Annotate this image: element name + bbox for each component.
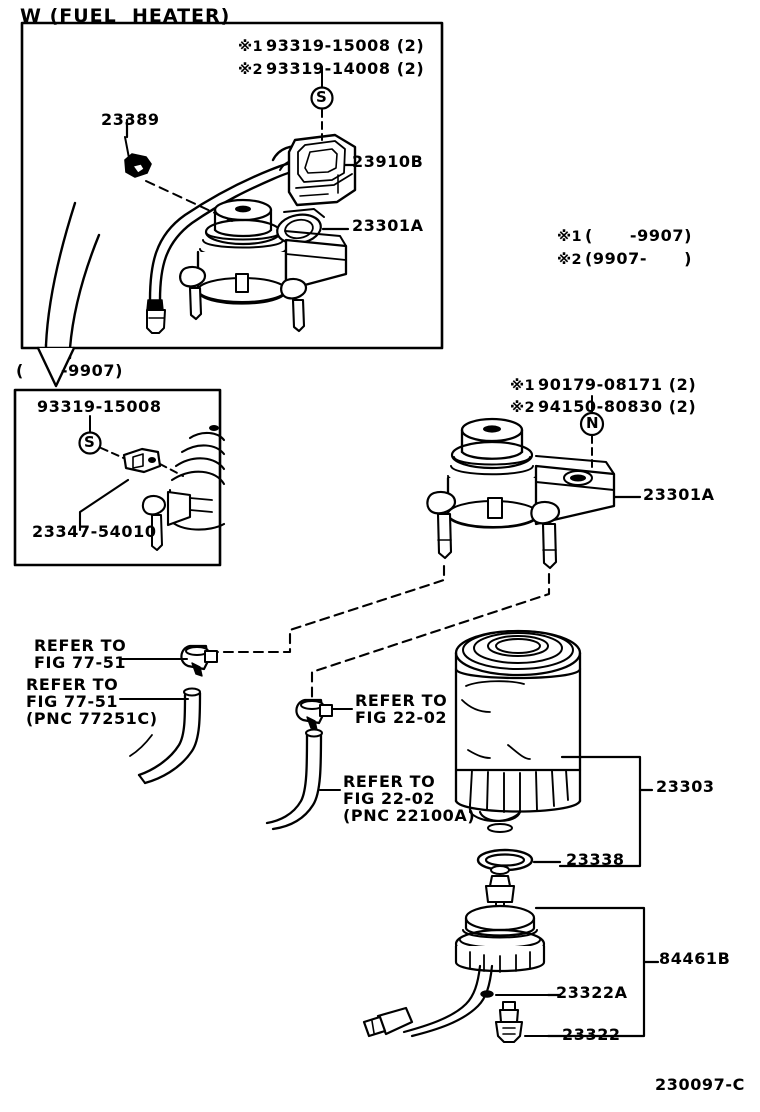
legend-1-text: ( -9907) (585, 226, 693, 245)
note-top-1-text: 93319-15008 (2) (266, 36, 425, 55)
inset-part-23347: 23347-54010 (32, 522, 157, 541)
refer-note-2-line-1: REFER TO (26, 675, 119, 694)
page-title: W (FUEL HEATER) (20, 5, 231, 27)
fuel-heater-hose-inner (158, 169, 298, 302)
note-top-2-marker: ※2 (238, 62, 263, 78)
drain-plug-23322 (498, 1008, 520, 1024)
note-main-2-text: 94150-80830 (2) (538, 397, 697, 416)
clip-23389 (124, 153, 152, 178)
refer-note-4-line-3: (PNC 22100A) (343, 806, 476, 825)
hose-end-connector (146, 309, 166, 334)
legend-2-marker: ※2 (557, 252, 582, 268)
refer-note-1-line-1: REFER TO (34, 636, 127, 655)
callout-23301A-main: 23301A (643, 485, 715, 504)
callout-23389: 23389 (101, 110, 160, 129)
n-mark: N (586, 414, 600, 432)
sensor-wire (402, 964, 482, 1034)
callout-23338: 23338 (566, 850, 625, 869)
legend-2-text: (9907- ) (585, 249, 693, 268)
fuel-heater-hose-outer (148, 160, 297, 302)
pump-flange (284, 238, 348, 292)
s-mark-inset: S (84, 433, 96, 451)
stud-left-top (188, 286, 203, 321)
fitting-middle (295, 698, 325, 725)
stud-left-main (436, 512, 453, 560)
refer-note-2-line-3: (PNC 77251C) (26, 709, 158, 728)
figure-code: 230097-C (655, 1075, 745, 1094)
hose-left-lower (137, 693, 187, 777)
note-main-2-marker: ※2 (510, 400, 535, 416)
pump-body-23301A (196, 250, 288, 305)
note-top-2-text: 93319-14008 (2) (266, 59, 425, 78)
hose-middle-lower (265, 733, 309, 825)
callout-23301A-top: 23301A (352, 216, 424, 235)
callout-23303: 23303 (656, 777, 715, 796)
dashed-route-left (202, 564, 446, 654)
refer-note-2-line-2: FIG 77-51 (26, 692, 119, 711)
callout-23322A: 23322A (556, 983, 628, 1002)
fitting-upper-left (180, 644, 210, 671)
inset-part-93319: 93319-15008 (37, 397, 162, 416)
fuel-heater-23910B (287, 133, 357, 207)
bracket-84461B (534, 906, 646, 1038)
callout-84461B: 84461B (659, 949, 731, 968)
note-main-1-text: 90179-08171 (2) (538, 375, 697, 394)
note-top-1-marker: ※1 (238, 39, 263, 55)
dashed-route-right (310, 572, 551, 702)
refer-note-3-line-2: FIG 22-02 (355, 708, 448, 727)
clamp-23347 (122, 447, 162, 474)
sensor-body-bottom (454, 944, 546, 973)
pump-flange-main (534, 464, 616, 526)
refer-note-4-line-1: REFER TO (343, 772, 436, 791)
dashed-leader-23389 (145, 180, 233, 222)
callout-23910B: 23910B (352, 152, 424, 171)
refer-note-3-line-1: REFER TO (355, 691, 448, 710)
o-ring-23338 (476, 848, 534, 872)
legend-1-marker: ※1 (557, 229, 582, 245)
wire-connector (376, 1006, 414, 1036)
stud-right-top (291, 298, 306, 333)
inset-caption: ( -9907) (16, 361, 124, 380)
flow-arrow-curve-a (44, 201, 77, 347)
callout-23322: 23322 (562, 1025, 621, 1044)
s-mark-top: S (316, 88, 328, 106)
filter-top-rim (454, 629, 582, 677)
oring-23322A (480, 990, 494, 998)
flow-arrow-curve-b (68, 233, 101, 350)
note-main-1-marker: ※1 (510, 378, 535, 394)
stud-right-main (541, 522, 558, 570)
refer-note-1-line-2: FIG 77-51 (34, 653, 127, 672)
refer-note-4-line-2: FIG 22-02 (343, 789, 436, 808)
bolt-hole (563, 470, 593, 486)
pump-body-main (446, 476, 540, 529)
sensor-body-top (464, 904, 536, 932)
